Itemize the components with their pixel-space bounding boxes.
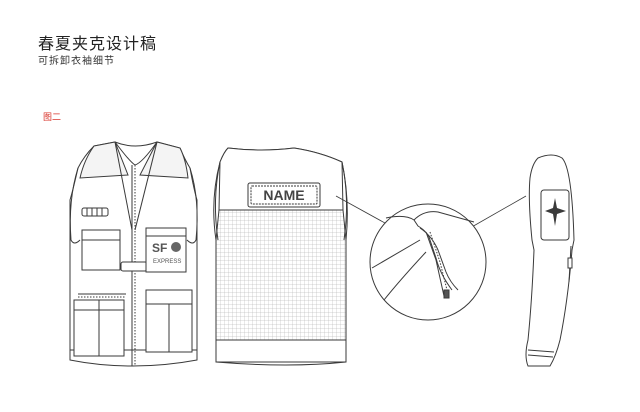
page-title: 春夏夹克设计稿	[38, 34, 158, 53]
detachable-sleeve-drawing	[525, 154, 575, 367]
page-subtitle: 可拆卸衣袖细节	[38, 56, 115, 67]
back-vest-drawing	[213, 147, 348, 366]
logo-express-text: EXPRESS	[153, 259, 181, 265]
star-badge-icon	[545, 198, 566, 226]
name-patch-text: NAME	[263, 187, 304, 203]
callout-lines	[335, 195, 527, 229]
logo-dot-icon	[171, 242, 181, 252]
figure-label: 图二	[43, 113, 62, 123]
zipper-detail-callout	[369, 203, 487, 321]
logo-sf-text: SF	[152, 241, 167, 255]
front-vest-drawing	[69, 141, 198, 367]
